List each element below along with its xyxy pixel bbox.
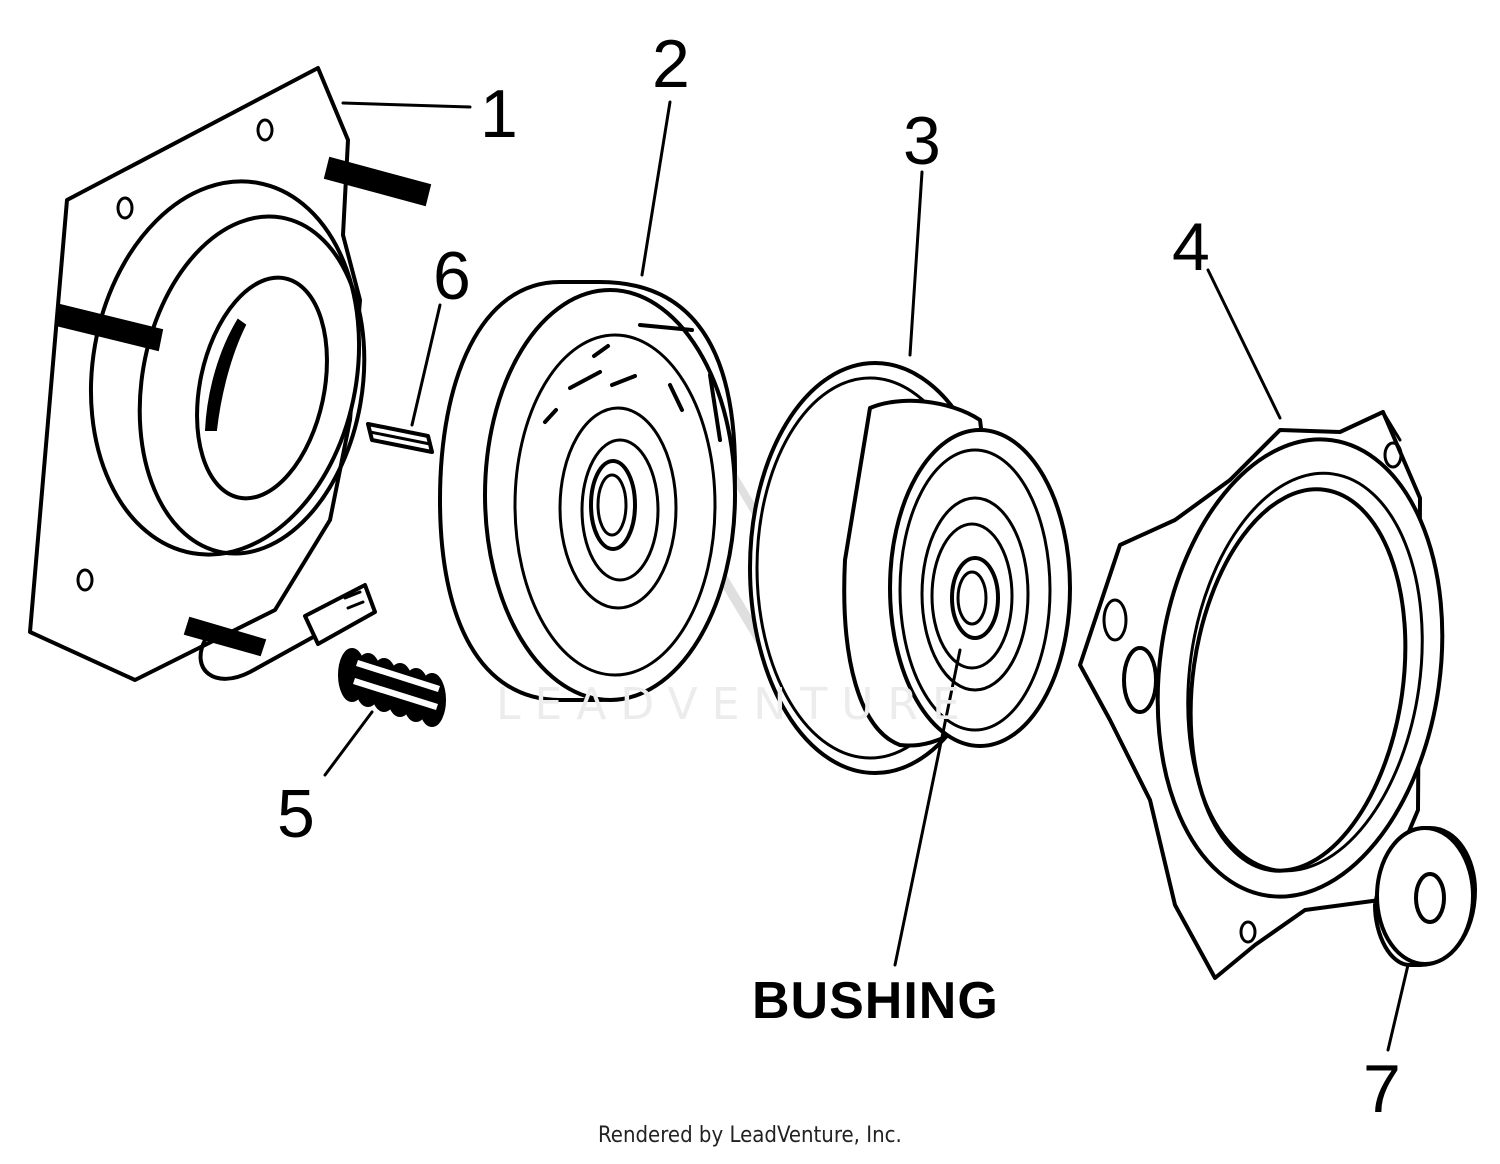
callout-3: 3 [903,103,941,179]
part-7-washer [1373,826,1477,967]
part-4-brake-cover [1078,410,1445,980]
watermark-text: LEADVENTURE [496,679,974,730]
callout-4: 4 [1172,209,1210,285]
callout-7: 7 [1363,1051,1401,1127]
part-6-key [366,422,434,454]
callout-2: 2 [652,26,690,102]
render-credit: Rendered by LeadVenture, Inc. [598,1123,902,1148]
bushing-label: BUSHING [752,972,999,1030]
callout-6: 6 [433,238,471,314]
part-3-pulley [748,361,1072,775]
leader-lines [323,100,1410,1052]
part-2-armature [438,280,737,702]
part-1-field-plate [28,66,432,682]
part-5-spring [338,648,446,727]
callout-5: 5 [277,776,315,852]
callout-1: 1 [480,76,518,152]
